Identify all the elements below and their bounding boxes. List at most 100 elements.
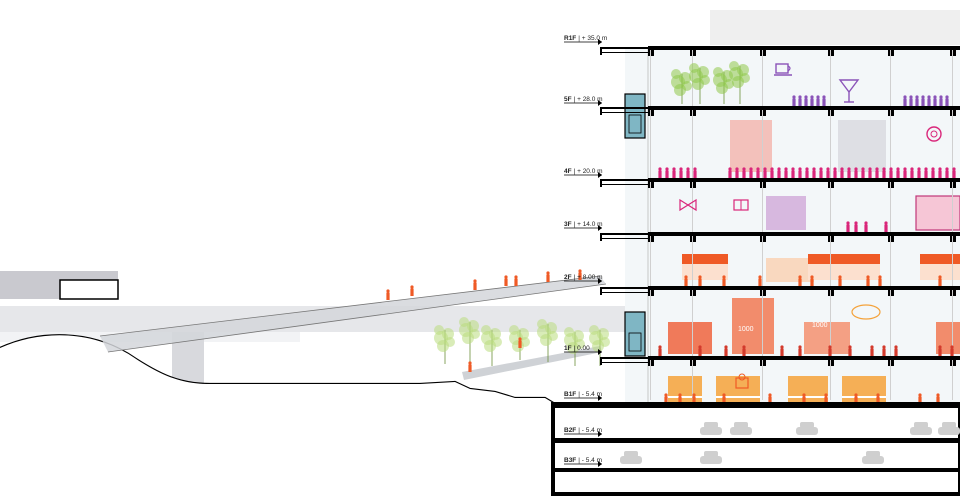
b1f-slab	[553, 402, 960, 408]
column-line	[692, 50, 693, 400]
person-body	[722, 396, 726, 404]
panel-3f-pink	[915, 195, 960, 231]
level-elevation: | + 14.0 m	[574, 221, 603, 228]
person-body	[684, 278, 688, 286]
floor-slab	[648, 286, 960, 290]
plaza-tree	[589, 325, 610, 366]
b1-shop	[788, 376, 828, 402]
building: 1000 1000	[551, 46, 960, 496]
slab-end	[600, 179, 602, 187]
column-line	[952, 50, 953, 400]
level-label: B2F| - 5.4 m	[564, 427, 602, 437]
person-body	[950, 348, 954, 356]
person-body	[410, 288, 414, 296]
person-body	[698, 348, 702, 356]
person-body	[870, 348, 874, 356]
person-body	[847, 170, 851, 178]
shop-awning	[836, 254, 880, 280]
person-head	[924, 167, 928, 171]
b1-shop-box	[788, 376, 828, 402]
level-code: B3F	[564, 457, 576, 464]
person-head	[679, 167, 683, 171]
shopfront	[682, 264, 728, 280]
person	[933, 95, 937, 106]
person-body	[791, 170, 795, 178]
person	[950, 345, 954, 356]
person-head	[692, 393, 696, 397]
person-body	[875, 170, 879, 178]
person-body	[918, 396, 922, 404]
person-head	[805, 167, 809, 171]
person	[938, 275, 942, 286]
floor-slab-edge	[600, 287, 648, 289]
person-head	[884, 221, 888, 225]
person-body	[910, 170, 914, 178]
person	[473, 279, 477, 290]
level-label: 4F| + 20.0 m	[564, 168, 603, 178]
parked-cars	[620, 422, 960, 464]
person	[921, 95, 925, 106]
person	[894, 345, 898, 356]
level-code: B1F	[564, 391, 576, 398]
person-head	[722, 393, 726, 397]
person-body	[927, 98, 931, 106]
tree-foliage	[437, 340, 449, 352]
gift-icon	[735, 373, 749, 389]
level-label-text: B3F| - 5.4 m	[564, 457, 602, 464]
person-body	[846, 224, 850, 232]
person-head	[665, 167, 669, 171]
person-head	[889, 167, 893, 171]
person-body	[468, 364, 472, 372]
person	[878, 275, 882, 286]
person	[812, 167, 816, 178]
person-head	[847, 167, 851, 171]
car-body	[862, 456, 884, 464]
person	[742, 345, 746, 356]
person-head	[678, 393, 682, 397]
person-body	[889, 170, 893, 178]
person-body	[664, 396, 668, 404]
person-body	[866, 278, 870, 286]
column-line	[650, 50, 651, 400]
person-body	[728, 170, 732, 178]
person-body	[798, 98, 802, 106]
person	[777, 167, 781, 178]
level-label-text: 5F| + 28.0 m	[564, 96, 603, 103]
person-body	[692, 396, 696, 404]
tree-foliage	[674, 84, 686, 96]
person-body	[473, 282, 477, 290]
person-head	[938, 275, 942, 279]
person-head	[804, 95, 808, 99]
level-arrow	[598, 39, 602, 45]
floor-slab	[648, 356, 960, 360]
person-head	[945, 95, 949, 99]
person-head	[780, 345, 784, 349]
person-body	[514, 278, 518, 286]
plaza-tree	[537, 319, 558, 362]
panel-3f-purple	[766, 196, 806, 230]
level-label: R1F| + 35.0 m	[564, 35, 607, 45]
person	[909, 95, 913, 106]
person	[945, 167, 949, 178]
person	[798, 167, 802, 178]
person	[918, 393, 922, 404]
person-body	[816, 98, 820, 106]
plaza-tree	[459, 317, 480, 362]
person-body	[868, 170, 872, 178]
car-body	[730, 427, 752, 435]
panel-5f-pink	[730, 120, 772, 172]
car-top	[624, 451, 638, 457]
person-body	[917, 170, 921, 178]
person-body	[768, 396, 772, 404]
awning	[836, 254, 880, 264]
person-body	[828, 348, 832, 356]
person-body	[819, 170, 823, 178]
person	[758, 275, 762, 286]
person	[896, 167, 900, 178]
person	[924, 167, 928, 178]
floor-slab-edge	[600, 112, 648, 113]
floor-slabs	[600, 46, 960, 365]
parked-car	[620, 451, 642, 464]
person-head	[410, 285, 414, 289]
